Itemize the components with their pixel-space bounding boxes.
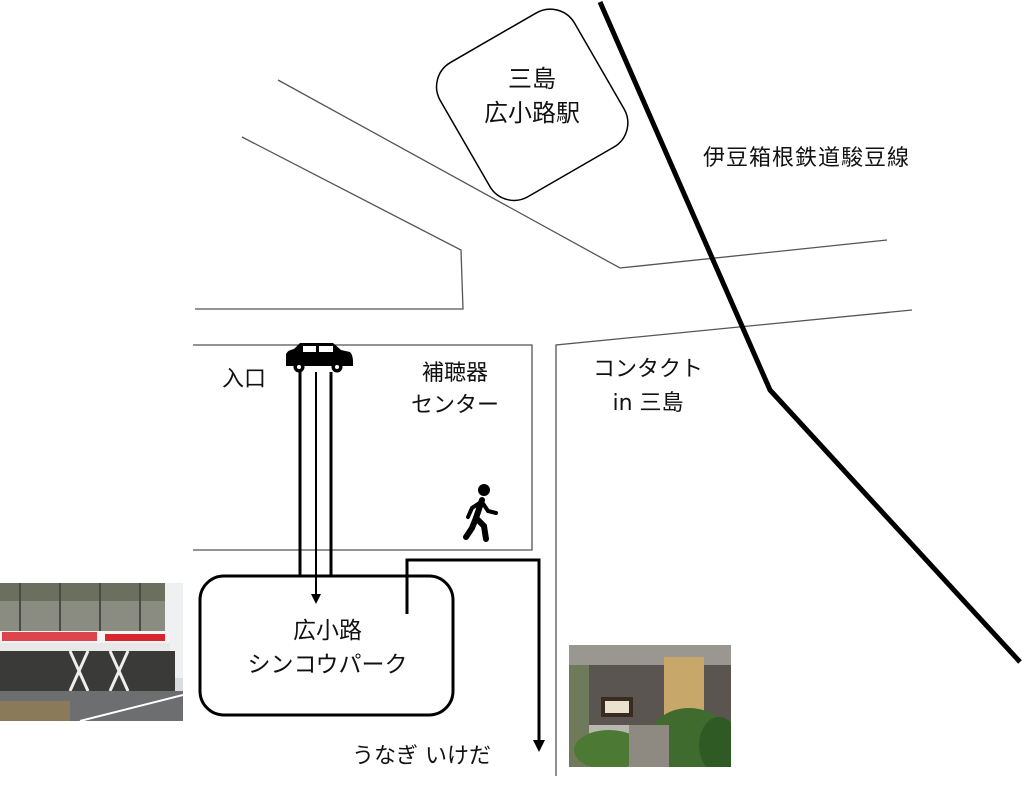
parking-line1: 広小路: [293, 618, 362, 644]
hearing-center-line1: 補聴器: [421, 361, 488, 386]
station-label: 三島 広小路駅: [462, 62, 602, 130]
parking-garage-photo: [0, 583, 183, 721]
railway-line: [597, 0, 1022, 664]
eel-restaurant-photo: [569, 645, 731, 767]
parking-label: 広小路 シンコウパーク: [215, 614, 440, 682]
hearing-center-label: 補聴器 センター: [395, 358, 515, 422]
car-route: [298, 372, 333, 595]
station-label-line2: 広小路駅: [484, 99, 580, 127]
restaurant-label: うなぎ いけだ: [352, 744, 491, 769]
roads: [193, 79, 913, 776]
road-hearing-block: [193, 344, 533, 551]
hearing-center-line2: センター: [410, 393, 499, 418]
entrance-label: 入口: [222, 367, 267, 392]
parking-box: [198, 574, 455, 717]
car-icon: [286, 343, 353, 373]
parking-line2: シンコウパーク: [247, 652, 408, 678]
road-contact-block: [555, 309, 913, 776]
car-route-arrowhead: [311, 594, 321, 604]
station-label-line1: 三島: [508, 65, 556, 93]
road-upper-diagonal: [277, 79, 888, 269]
walking-route-arrowhead: [533, 740, 545, 752]
pedestrian-icon: [463, 484, 498, 542]
station-box: [435, 8, 629, 202]
walking-route: [405, 558, 541, 742]
railway-label: 伊豆箱根鉄道駿豆線: [703, 146, 911, 171]
contact-line1: コンタクト: [592, 357, 703, 382]
contact-line2: in 三島: [612, 391, 684, 416]
road-second-diagonal: [195, 136, 464, 310]
contact-label: コンタクト in 三島: [578, 353, 718, 421]
